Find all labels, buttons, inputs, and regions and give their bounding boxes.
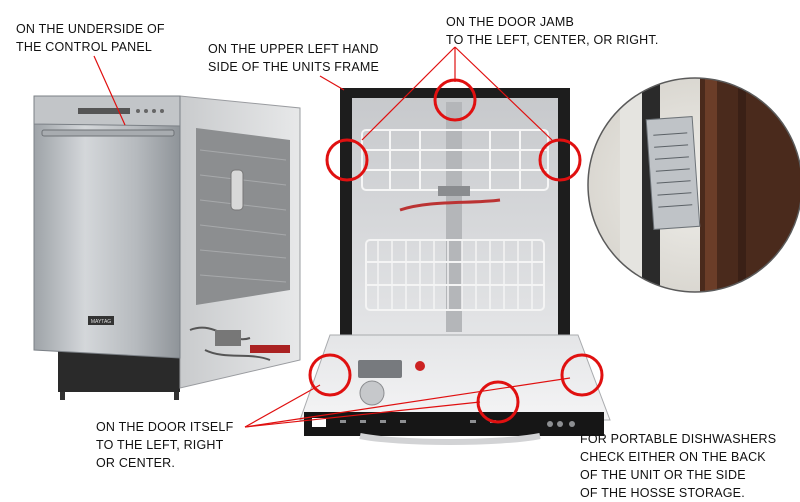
label-line: OF THE UNIT OR THE SIDE <box>580 468 746 482</box>
insulation-blanket <box>196 128 290 305</box>
label-line: OR CENTER. <box>96 456 176 470</box>
control-buttons <box>78 108 130 114</box>
brand-badge-text: MAYTAG <box>91 319 111 325</box>
highlight-jamb-right <box>538 138 582 182</box>
highlight-door-center <box>476 380 520 424</box>
pointer-lines <box>93 46 571 428</box>
label-line: CHECK EITHER ON THE BACK <box>580 450 766 464</box>
label-line: TO THE LEFT, CENTER, OR RIGHT. <box>446 33 659 47</box>
rating-plate-zoom <box>588 78 800 292</box>
pointer-door-right <box>244 377 571 428</box>
brand-badge <box>88 316 114 325</box>
door-vent <box>359 380 385 406</box>
highlight-jamb-center <box>433 78 477 122</box>
lower-rack <box>365 239 545 311</box>
label-line: ON THE DOOR JAMB <box>446 15 574 29</box>
highlight-door-right <box>560 353 604 397</box>
highlight-door-left <box>308 353 352 397</box>
label-line: ON THE UPPER LEFT HAND <box>208 42 379 56</box>
zoom-border <box>587 77 800 293</box>
pointer-jamb-right <box>454 46 553 141</box>
pointer-door-left <box>244 384 321 428</box>
label-line: ON THE DOOR ITSELF <box>96 420 234 434</box>
spray-arm <box>399 198 501 212</box>
door-handle <box>41 129 175 137</box>
side-bracket <box>230 169 244 211</box>
label-line: OF THE HOSSE STORAGE. <box>580 486 745 500</box>
highlight-circles <box>308 78 604 424</box>
pointer-unit-frame <box>319 75 345 91</box>
label-line: ON THE UNDERSIDE OF <box>16 22 165 36</box>
label-line: SIDE OF THE UNITS FRAME <box>208 60 380 74</box>
detergent-dispenser <box>358 360 402 378</box>
pointer-door-center <box>244 401 481 428</box>
label-unit-frame: ON THE UPPER LEFT HAND SIDE OF THE UNITS… <box>208 40 379 76</box>
label-portable: FOR PORTABLE DISHWASHERS CHECK EITHER ON… <box>580 430 776 502</box>
highlight-jamb-left <box>325 138 369 182</box>
label-line: TO THE LEFT, RIGHT <box>96 438 224 452</box>
label-line: FOR PORTABLE DISHWASHERS <box>580 432 777 446</box>
pointer-jamb-left <box>361 46 456 141</box>
label-door-itself: ON THE DOOR ITSELF TO THE LEFT, RIGHT OR… <box>96 418 233 472</box>
label-line: THE CONTROL PANEL <box>16 40 153 54</box>
side-view-dishwasher: MAYTAG <box>33 95 301 400</box>
pointer-control-panel <box>93 55 126 126</box>
label-control-panel: ON THE UNDERSIDE OF THE CONTROL PANEL <box>16 20 165 56</box>
open-dishwasher <box>299 88 611 445</box>
label-door-jamb: ON THE DOOR JAMB TO THE LEFT, CENTER, OR… <box>446 13 659 49</box>
